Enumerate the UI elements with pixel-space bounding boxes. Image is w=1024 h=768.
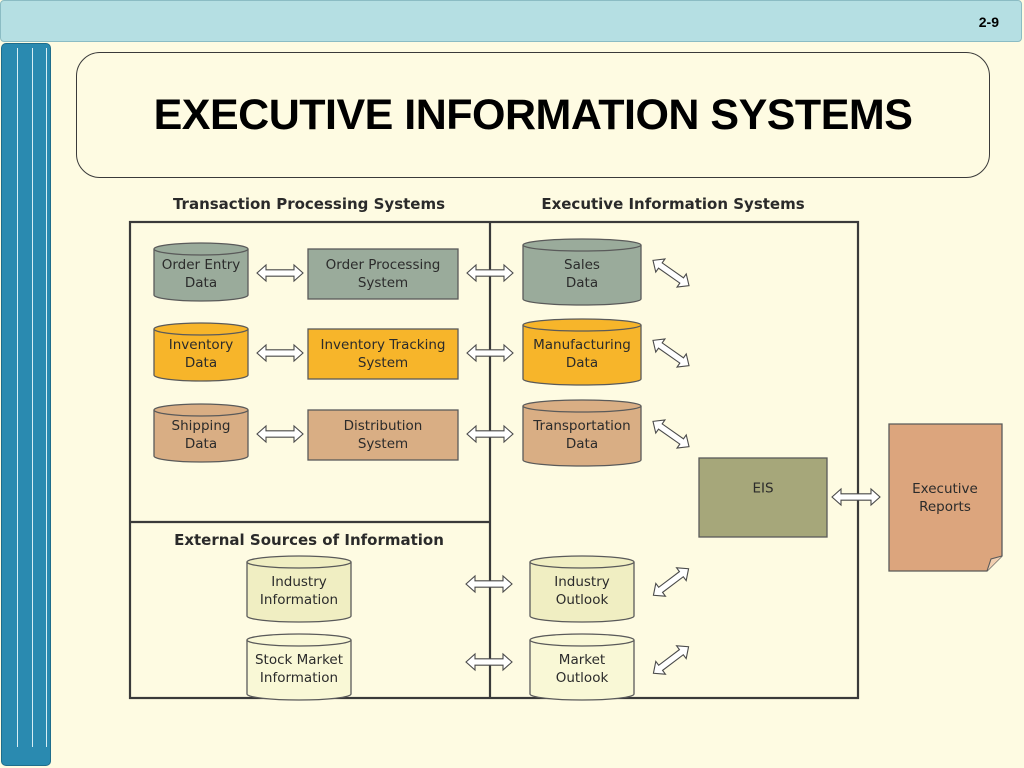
cylinder-top xyxy=(522,318,642,332)
double-arrow xyxy=(466,424,514,444)
double-arrow xyxy=(466,343,514,363)
cylinder-top xyxy=(522,238,642,252)
double-arrow xyxy=(831,487,881,507)
cylinder-top xyxy=(529,555,635,569)
sidebar-stripe xyxy=(17,48,18,747)
cylinder-top xyxy=(522,399,642,413)
cylinder-body xyxy=(153,249,249,302)
cylinder-top xyxy=(246,555,352,569)
cylinder-top xyxy=(246,633,352,647)
double-arrow xyxy=(466,263,514,283)
cylinder-body xyxy=(153,410,249,463)
diagonal-double-arrow xyxy=(652,645,690,675)
cylinder-top xyxy=(153,403,249,417)
sidebar-stripe xyxy=(32,48,33,747)
box-shape xyxy=(307,328,459,380)
sidebar-stripe xyxy=(46,48,47,747)
double-arrow xyxy=(465,652,513,672)
double-arrow xyxy=(256,424,304,444)
header-bar: 2-9 xyxy=(0,0,1022,42)
diagram-frame xyxy=(128,220,860,700)
cylinder-top xyxy=(153,322,249,336)
cylinder-body xyxy=(522,325,642,386)
cylinder-body xyxy=(522,245,642,306)
external-header: External Sources of Information xyxy=(174,531,444,549)
cylinder-body xyxy=(529,640,635,701)
diagonal-double-arrow xyxy=(652,258,690,288)
cylinder-top xyxy=(153,242,249,256)
box-shape xyxy=(307,248,459,300)
eis-header: Executive Information Systems xyxy=(541,195,804,213)
double-arrow xyxy=(465,574,513,594)
slide-title: EXECUTIVE INFORMATION SYSTEMS xyxy=(153,90,913,139)
diagonal-double-arrow xyxy=(652,419,690,449)
cylinder-body xyxy=(529,562,635,623)
double-arrow xyxy=(256,343,304,363)
box-label: EIS xyxy=(752,481,773,497)
slide-number: 2-9 xyxy=(978,14,999,30)
title-box: EXECUTIVE INFORMATION SYSTEMS xyxy=(76,52,990,178)
tps-header: Transaction Processing Systems xyxy=(173,195,445,213)
document-fold xyxy=(986,555,1003,572)
cylinder-body xyxy=(246,640,352,701)
diagonal-double-arrow xyxy=(652,567,690,597)
cylinder-top xyxy=(529,633,635,647)
double-arrow xyxy=(256,263,304,283)
box-shape xyxy=(307,409,459,461)
cylinder-body xyxy=(153,329,249,382)
sidebar-decoration xyxy=(1,43,51,766)
cylinder-body xyxy=(246,562,352,623)
box-shape xyxy=(698,457,828,538)
cylinder-body xyxy=(522,406,642,467)
diagonal-double-arrow xyxy=(652,338,690,368)
document-shape xyxy=(888,423,1003,572)
eis-box: EIS xyxy=(698,457,828,538)
